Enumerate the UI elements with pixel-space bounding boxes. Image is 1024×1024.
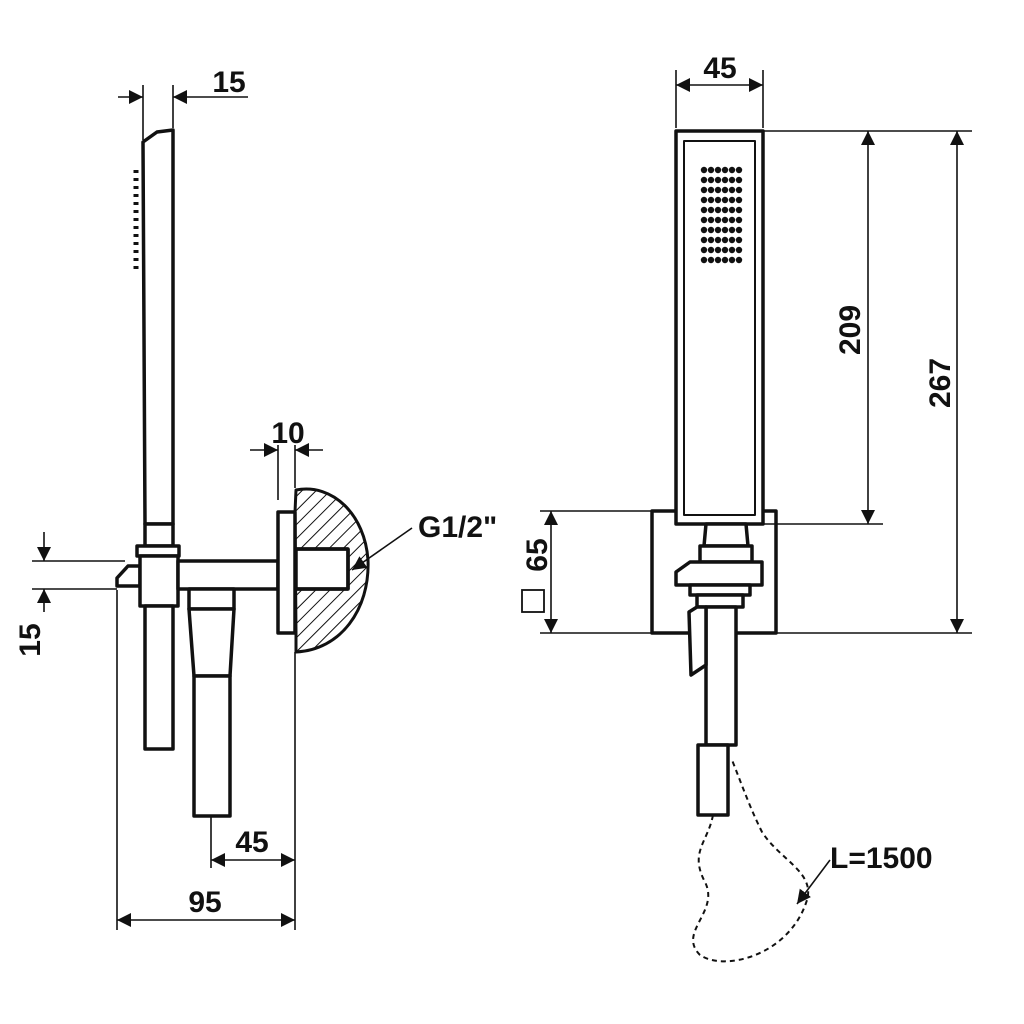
wall-section [293,487,370,654]
spray-nozzle [728,226,736,234]
spray-nozzle [721,256,729,264]
dim-label-top-15: 15 [212,66,245,99]
front-view [650,129,810,963]
spray-nozzle [721,226,729,234]
dim-label-plate-65: 65 [521,538,554,571]
spray-nozzle [707,176,715,184]
spray-nozzle [707,166,715,174]
spray-nozzle [735,216,743,224]
shower-hose [692,759,810,963]
spray-nozzle-grid [700,166,743,264]
spray-nozzle [700,166,708,174]
spray-nozzle [721,196,729,204]
spray-nozzle [707,206,715,214]
connection-label: G1/2" [418,511,497,544]
side-view [115,128,370,818]
spray-nozzle [728,256,736,264]
spray-nozzle [707,186,715,194]
spray-nozzle [714,226,722,234]
dim-label-handle-209: 209 [834,305,867,355]
spray-nozzle [721,206,729,214]
spray-nozzle [721,216,729,224]
spray-nozzle [700,206,708,214]
spray-nozzle [721,236,729,244]
hand-shower-side [133,128,181,558]
spray-nozzle [700,236,708,244]
spray-nozzle [707,256,715,264]
spray-nozzle [714,206,722,214]
spray-nozzle [700,246,708,254]
front-holder [674,522,764,817]
spray-nozzle [735,226,743,234]
spray-nozzle [714,216,722,224]
hand-shower-front [674,129,765,526]
dim-label-overall-95: 95 [188,886,221,919]
spray-nozzle [721,186,729,194]
spray-nozzle [721,176,729,184]
spray-nozzle [728,186,736,194]
labels: 15 10 15 45 95 G1/2" 45 209 267 65 L=150… [14,52,957,919]
spray-nozzle [700,216,708,224]
spray-nozzle [735,206,743,214]
spray-nozzle [735,236,743,244]
spray-nozzle [728,196,736,204]
spray-nozzle [735,176,743,184]
spray-nozzle [714,166,722,174]
spray-nozzle [714,176,722,184]
spray-nozzle [700,226,708,234]
hose-length-label: L=1500 [830,842,933,875]
spray-nozzle [700,256,708,264]
spray-nozzle [735,196,743,204]
spray-nozzle [707,246,715,254]
spray-nozzle [707,216,715,224]
spray-nozzle [700,186,708,194]
dim-label-inlet-45: 45 [235,826,268,859]
spray-nozzle [714,236,722,244]
side-dimensions [32,85,413,930]
inlet-pipe [187,587,236,818]
spray-nozzle [728,206,736,214]
spray-nozzle [721,246,729,254]
dim-label-arm-15: 15 [14,623,47,656]
spray-nozzle [707,196,715,204]
wall-flange [276,510,297,635]
spray-nozzle [735,246,743,254]
spray-nozzle [735,256,743,264]
spray-nozzle [728,246,736,254]
spray-nozzle [735,186,743,194]
square-symbol [521,589,545,613]
spray-nozzle [735,166,743,174]
dim-label-width-45: 45 [703,52,736,85]
spray-nozzle [700,196,708,204]
spray-nozzle [700,176,708,184]
spray-nozzle [714,256,722,264]
dim-label-total-267: 267 [924,358,957,408]
dim-label-wall-10: 10 [271,417,304,450]
spray-nozzle [728,166,736,174]
spray-nozzle [714,186,722,194]
spray-nozzle [728,236,736,244]
spray-nozzle [721,166,729,174]
spray-nozzle [707,226,715,234]
spray-nozzle [707,236,715,244]
spray-nozzle [728,216,736,224]
front-dimensions [521,70,972,905]
spray-nozzle [728,176,736,184]
spray-nozzle [714,246,722,254]
spray-nozzle [714,196,722,204]
